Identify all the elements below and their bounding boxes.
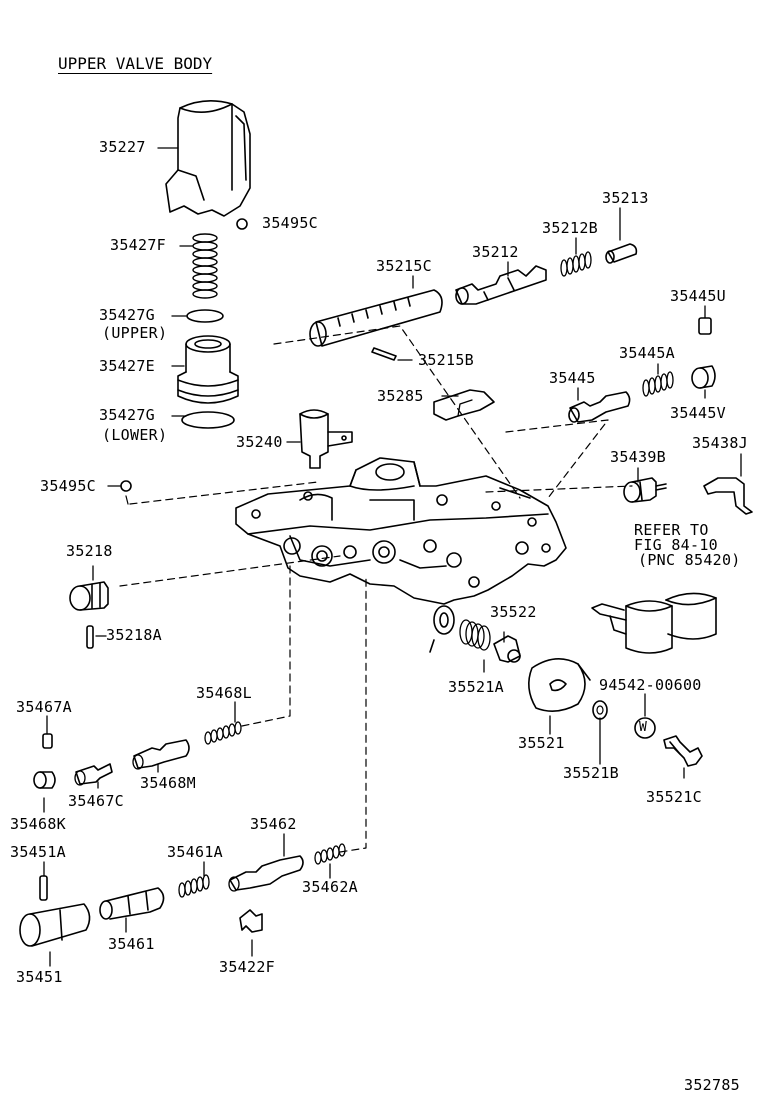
valve-35445 [568,391,631,423]
washer-35521b [592,700,608,720]
label-35467a: 35467A [16,698,72,716]
pin-35218a [86,625,94,649]
label-35462: 35462 [250,815,297,833]
label-35451: 35451 [16,968,63,986]
refer-note-line1: REFER TO [634,521,709,539]
label-35422f: 35422F [219,958,275,976]
spring-35521a [459,619,491,651]
label-35427g-upper: 35427G [99,306,155,324]
label-35285: 35285 [377,387,424,405]
label-35439b: 35439B [610,448,666,466]
washer-symbol [634,717,656,739]
label-35212: 35212 [472,243,519,261]
dashed-assembly-lines [119,325,633,853]
label-35240: 35240 [236,433,283,451]
sleeve-35451 [19,903,91,947]
label-lower: (LOWER) [102,426,168,444]
label-35438j: 35438J [692,434,748,452]
label-35215b: 35215B [418,351,474,369]
bolt-35521c [663,735,703,767]
label-35521a: 35521A [448,678,504,696]
label-35521: 35521 [518,734,565,752]
label-35215c: 35215C [376,257,432,275]
label-35468k: 35468K [10,815,66,833]
label-35212b: 35212B [542,219,598,237]
pin-35467a [42,733,53,749]
label-35468l: 35468L [196,684,252,702]
sleeve-35215c [309,289,443,347]
label-upper: (UPPER) [102,324,168,342]
label-35227: 35227 [99,138,146,156]
valve-35467c [75,763,113,785]
label-35462a: 35462A [302,878,358,896]
plug-35213 [605,243,638,264]
valve-35468m [133,739,190,769]
plate-35285 [433,389,495,421]
label-35445v: 35445V [670,404,726,422]
label-94542-00600: 94542-00600 [599,676,702,694]
label-35461a: 35461A [167,843,223,861]
o-ring-lower [181,411,235,429]
label-35213: 35213 [602,189,649,207]
piston-35427e [177,335,239,404]
washer-symbol-letter: W [639,720,648,735]
label-35521c: 35521C [646,788,702,806]
pin-35215b [371,347,397,361]
label-35445u: 35445U [670,287,726,305]
o-ring-35495c [236,218,248,230]
leader-lines [43,147,742,967]
label-35521b: 35521B [563,764,619,782]
solenoid-35240 [299,409,353,469]
plug-35218 [69,581,109,611]
page-title: UPPER VALVE BODY [58,54,213,73]
spring-35427f [192,233,218,299]
valve-body [235,457,567,605]
label-35427g-lower: 35427G [99,406,155,424]
label-35445a: 35445A [619,344,675,362]
pin-35451a [39,875,48,901]
solenoid-assembly-ref [591,592,717,654]
o-ring-upper [186,309,224,323]
plug-35522 [493,635,521,663]
label-35218: 35218 [66,542,113,560]
label-35461: 35461 [108,935,155,953]
clip-35422f [239,909,263,933]
plug-35445v [691,365,716,389]
check-ball-35495c [120,480,132,492]
plug-35468k [33,771,56,789]
detent-lever-35521 [528,658,591,712]
spring-35461a [178,874,210,898]
bracket-35438j [703,477,753,515]
label-35468m: 35468M [140,774,196,792]
label-35427f: 35427F [110,236,166,254]
figure-id: 352785 [684,1076,740,1094]
label-35427e: 35427E [99,357,155,375]
washer-35522 [429,605,455,653]
valve-35212 [455,265,547,305]
key-35445u [698,317,712,335]
valve-35461 [99,887,165,920]
label-35522: 35522 [490,603,537,621]
spring-35212b [560,251,592,277]
label-35495c-lower: 35495C [40,477,96,495]
refer-note-line2: FIG 84-10 [634,536,718,554]
spring-35445a [642,371,674,397]
label-35451a: 35451A [10,843,66,861]
label-35445: 35445 [549,369,596,387]
spring-35462a [314,843,346,865]
spring-35468l [204,721,242,745]
valve-35462 [229,855,304,891]
accumulator-cover [165,100,251,217]
valve-35439b [623,477,667,503]
refer-note-line3: (PNC 85420) [638,551,741,569]
label-35495c-upper: 35495C [262,214,318,232]
label-35467c: 35467C [68,792,124,810]
label-35218a: 35218A [106,626,162,644]
